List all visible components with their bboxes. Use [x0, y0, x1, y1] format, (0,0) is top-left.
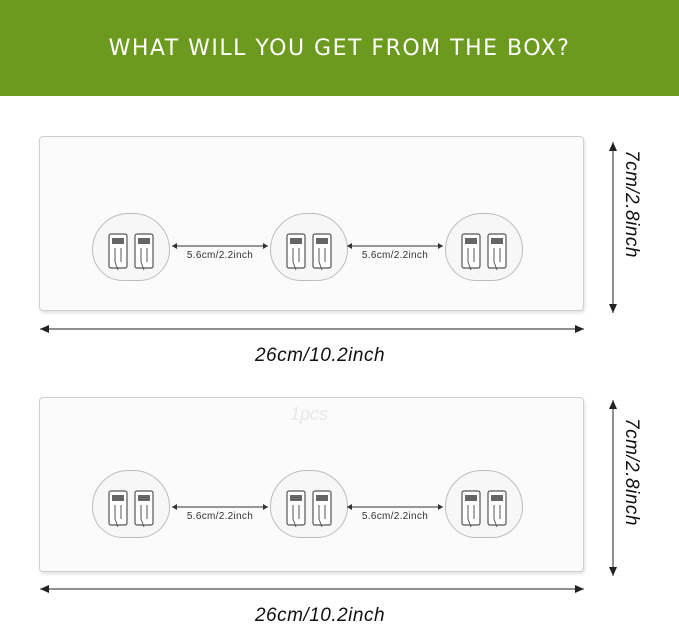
hook-pair-icon: [92, 213, 170, 281]
adhesive-strip-1: 5.6cm/2.2inch 5.6cm/2.2inch: [39, 136, 584, 311]
spacing-label: 5.6cm/2.2inch: [361, 250, 429, 261]
height-dimension-arrow-2: [606, 398, 620, 578]
adhesive-strip-2: 1pcs 5.6cm/2.2inch: [39, 397, 584, 572]
hook-pair-icon: [270, 470, 348, 538]
spacing-label: 5.6cm/2.2inch: [361, 511, 429, 522]
hook-pair-icon: [92, 470, 170, 538]
hook-spacing-1: 5.6cm/2.2inch: [170, 503, 270, 523]
width-dimension-arrow-2: [38, 582, 586, 594]
watermark-text: 1pcs: [290, 404, 329, 424]
hook-spacing-1: 5.6cm/2.2inch: [170, 242, 270, 262]
spacing-label: 5.6cm/2.2inch: [186, 511, 254, 522]
hook-spacing-2: 5.6cm/2.2inch: [345, 503, 445, 523]
header-banner: WHAT WILL YOU GET FROM THE BOX?: [0, 0, 679, 96]
height-dimension-arrow-1: [606, 140, 620, 315]
spacing-label: 5.6cm/2.2inch: [186, 250, 254, 261]
banner-title: WHAT WILL YOU GET FROM THE BOX?: [108, 35, 571, 61]
hook-pair-icon: [445, 213, 523, 281]
height-label-1: 7cm/2.8inch: [621, 150, 642, 258]
hook-spacing-2: 5.6cm/2.2inch: [345, 242, 445, 262]
hook-pair-icon: [270, 213, 348, 281]
width-label-2: 26cm/10.2inch: [254, 605, 386, 626]
height-label-2: 7cm/2.8inch: [621, 418, 642, 526]
width-dimension-arrow-1: [38, 322, 586, 334]
width-label-1: 26cm/10.2inch: [254, 345, 386, 366]
hook-pair-icon: [445, 470, 523, 538]
